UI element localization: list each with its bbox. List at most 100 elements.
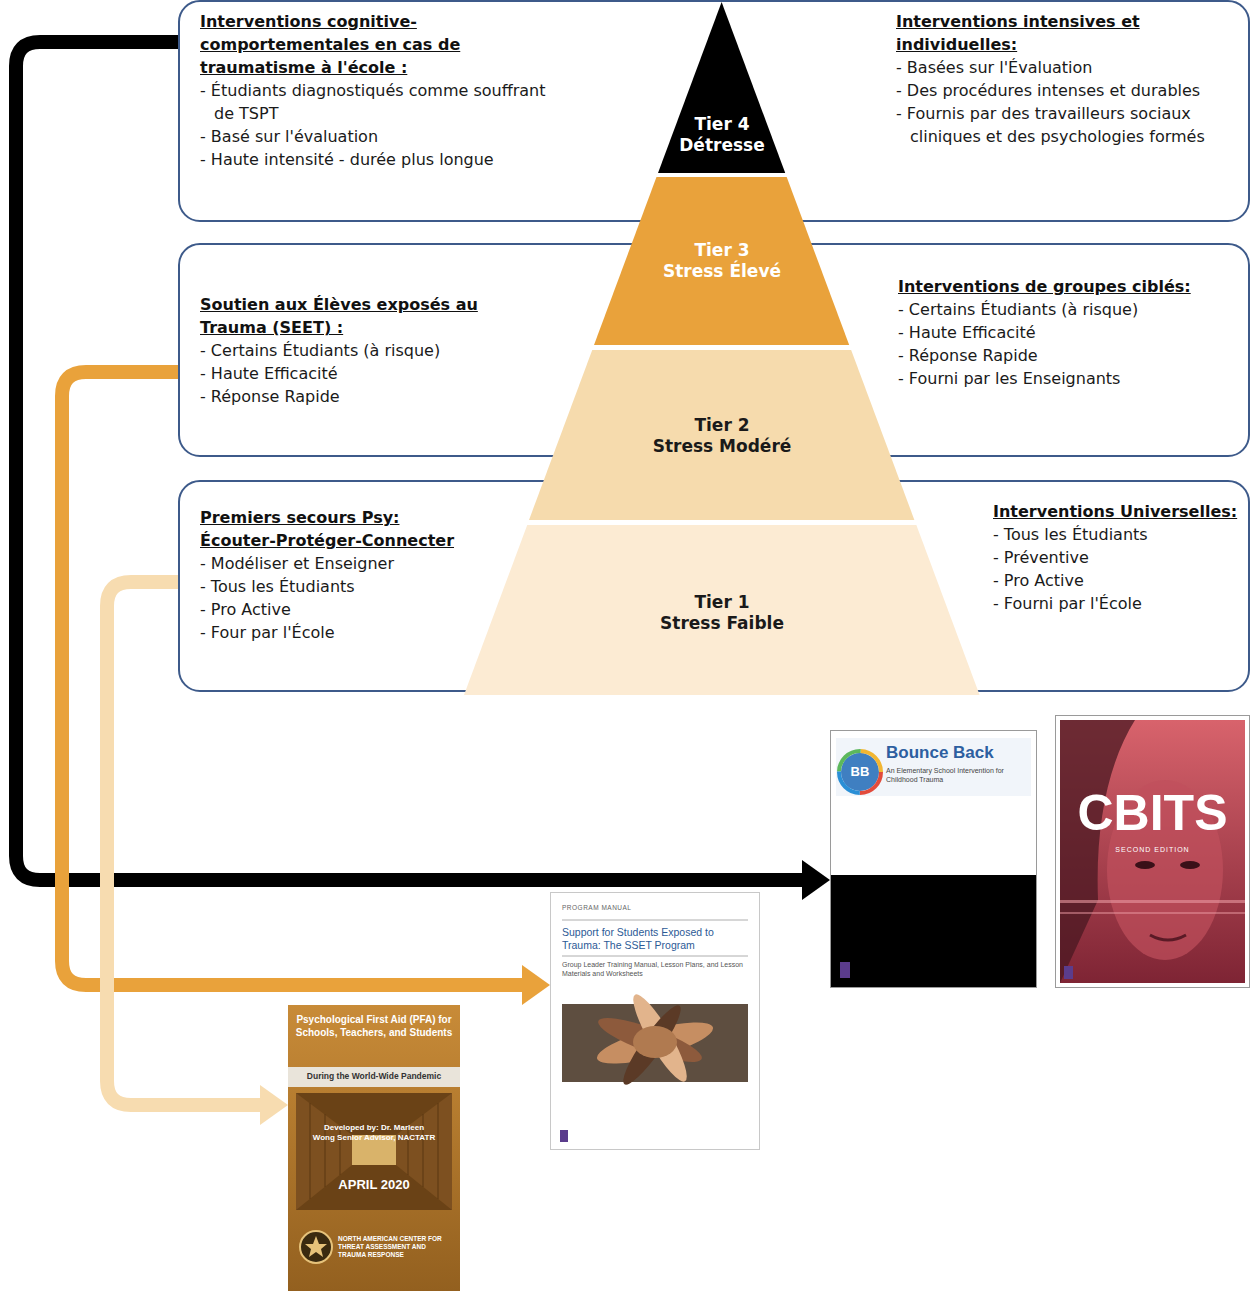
hallway-wall	[396, 1093, 452, 1210]
pyramid-tier: Tier 1Stress Faible	[464, 525, 980, 695]
cover-band	[288, 1067, 460, 1087]
tier-fill	[529, 350, 914, 520]
section-heading: Interventions de groupes ciblés:	[898, 275, 1238, 298]
hand-shape	[633, 1026, 677, 1058]
cover-text-box: SECOND EDITION	[1055, 845, 1250, 854]
book-cover: BB Bounce Back An Elementary School Interv…	[830, 730, 1037, 988]
bullet-item: - Haute Efficacité	[200, 362, 540, 385]
publisher-mark	[840, 962, 850, 978]
tier-number: Tier 1	[694, 592, 749, 613]
bullet-item: - Haute intensité - durée plus longue	[200, 148, 560, 171]
cover-author: Developed by: Dr. Marleen Wong Senior Ad…	[312, 1123, 436, 1143]
bullet-item: - Certains Étudiants (à risque)	[898, 298, 1238, 321]
tier-number: Tier 2	[694, 415, 749, 436]
cover-text-box: Psychological First Aid (PFA) for School…	[294, 1013, 454, 1039]
bullet-item: - Basées sur l'Évaluation	[896, 56, 1241, 79]
bullet-item: - Fourni par l'École	[993, 592, 1238, 615]
bullet-item: - Pro Active	[993, 569, 1238, 592]
cover-date: APRIL 2020	[288, 1177, 460, 1193]
bullet-item: - Réponse Rapide	[898, 344, 1238, 367]
logo-ring	[839, 751, 881, 793]
cover-publisher: NORTH AMERICAN CENTER FOR THREAT ASSESSM…	[338, 1235, 454, 1259]
arrow-head	[260, 1085, 288, 1125]
bullet-item: - Réponse Rapide	[200, 385, 540, 408]
cover-subtitle: Group Leader Training Manual, Lesson Pla…	[562, 960, 748, 978]
tier-level: Stress Faible	[660, 613, 784, 634]
locker-line	[310, 1103, 311, 1199]
cover-text-box: Developed by: Dr. Marleen Wong Senior Ad…	[312, 1123, 436, 1143]
cover-text-box: During the World-Wide Pandemic	[292, 1071, 456, 1082]
tier-number: Tier 4	[694, 114, 749, 135]
bullet-item: - Certains Étudiants (à risque)	[200, 339, 540, 362]
tier-fill	[594, 177, 849, 345]
bullet-item: - Modéliser et Enseigner	[200, 552, 455, 575]
book-cover: Psychological First Aid (PFA) for School…	[288, 1005, 460, 1291]
bullet-item: - Étudiants diagnostiqués comme souffran…	[200, 79, 560, 125]
cover-text-box: Bounce Back	[886, 742, 1032, 763]
section-heading: Soutien aux Élèves exposés au Trauma (SE…	[200, 293, 540, 339]
locker-line	[438, 1103, 439, 1199]
book-cover	[1056, 716, 1250, 988]
bullet-item: - Fourni par les Enseignants	[898, 367, 1238, 390]
cover-rule	[562, 920, 748, 921]
eye-shape	[1180, 861, 1200, 869]
cover-text-box: Group Leader Training Manual, Lesson Pla…	[562, 960, 748, 978]
mouth-shape	[1150, 935, 1186, 940]
cover-title: Psychological First Aid (PFA) for School…	[294, 1013, 454, 1039]
bullet-item: - Fournis par des travailleurs sociaux c…	[896, 102, 1241, 148]
publisher-mark	[560, 1130, 568, 1142]
section-heading: Interventions intensives et individuelle…	[896, 10, 1241, 56]
tier-level: Stress Élevé	[663, 261, 781, 282]
cover-edition: SECOND EDITION	[1055, 845, 1250, 854]
cover-text-box: An Elementary School Intervention for Ch…	[886, 766, 1032, 784]
pyramid-tier: Tier 3Stress Élevé	[594, 177, 849, 345]
bullet-item: - Basé sur l'évaluation	[200, 125, 560, 148]
text-column: Interventions de groupes ciblés:- Certai…	[898, 275, 1238, 390]
text-column: Premiers secours Psy: Écouter-Protéger-C…	[200, 506, 455, 644]
bullet-item: - Tous les Étudiants	[200, 575, 455, 598]
glitch-stripe	[1060, 900, 1245, 903]
book-cover: CBITS SECOND EDITION	[1055, 715, 1250, 988]
glitch-stripe	[1060, 912, 1245, 914]
book-cover: PROGRAM MANUAL Support for Students Expos…	[550, 892, 760, 1150]
arrow-line	[107, 582, 261, 1105]
cover-title: CBITS	[1055, 785, 1250, 841]
pyramid-tier: Tier 4Détresse	[658, 2, 785, 173]
book-cover	[288, 1005, 460, 1291]
text-column: Soutien aux Élèves exposés au Trauma (SE…	[200, 293, 540, 408]
cover-text-box: PROGRAM MANUAL	[562, 904, 748, 912]
bullet-item: - Haute Efficacité	[898, 321, 1238, 344]
arrow-head	[802, 860, 830, 900]
cover-band-text: During the World-Wide Pandemic	[292, 1071, 456, 1082]
bullet-item: - Des procédures intenses et durables	[896, 79, 1241, 102]
tier-level: Stress Modéré	[653, 436, 792, 457]
cover-band	[831, 875, 1036, 987]
cover-subtitle: An Elementary School Intervention for Ch…	[886, 766, 1032, 784]
cover-text-box: Support for Students Exposed to Trauma: …	[562, 926, 748, 952]
seal-star	[305, 1236, 327, 1257]
cover-text-box: APRIL 2020	[288, 1177, 460, 1193]
section-heading: Interventions Universelles:	[993, 500, 1238, 523]
bullet-item: - Préventive	[993, 546, 1238, 569]
seal-emblem	[300, 1231, 332, 1263]
bullet-item: - Tous les Étudiants	[993, 523, 1238, 546]
tier-level: Détresse	[679, 135, 764, 156]
logo-ring	[839, 751, 881, 793]
eye-shape	[1135, 861, 1155, 869]
cover-header	[836, 738, 1031, 796]
text-column: Interventions intensives et individuelle…	[896, 10, 1241, 148]
bullet-item: - Pro Active	[200, 598, 455, 621]
pyramid-tier: Tier 2Stress Modéré	[529, 350, 914, 520]
logo-letters: BB	[842, 764, 878, 780]
tier-fill	[464, 525, 980, 695]
logo-ring	[839, 751, 881, 793]
cover-text-box: CBITS	[1055, 785, 1250, 841]
cover-text-box: BB	[842, 764, 878, 780]
book-cover	[831, 731, 1037, 988]
cover-rule	[562, 956, 748, 957]
hallway-photo	[296, 1093, 452, 1210]
arrow-line	[62, 372, 523, 985]
hallway-wall	[296, 1093, 352, 1210]
book-cover	[551, 893, 760, 1150]
